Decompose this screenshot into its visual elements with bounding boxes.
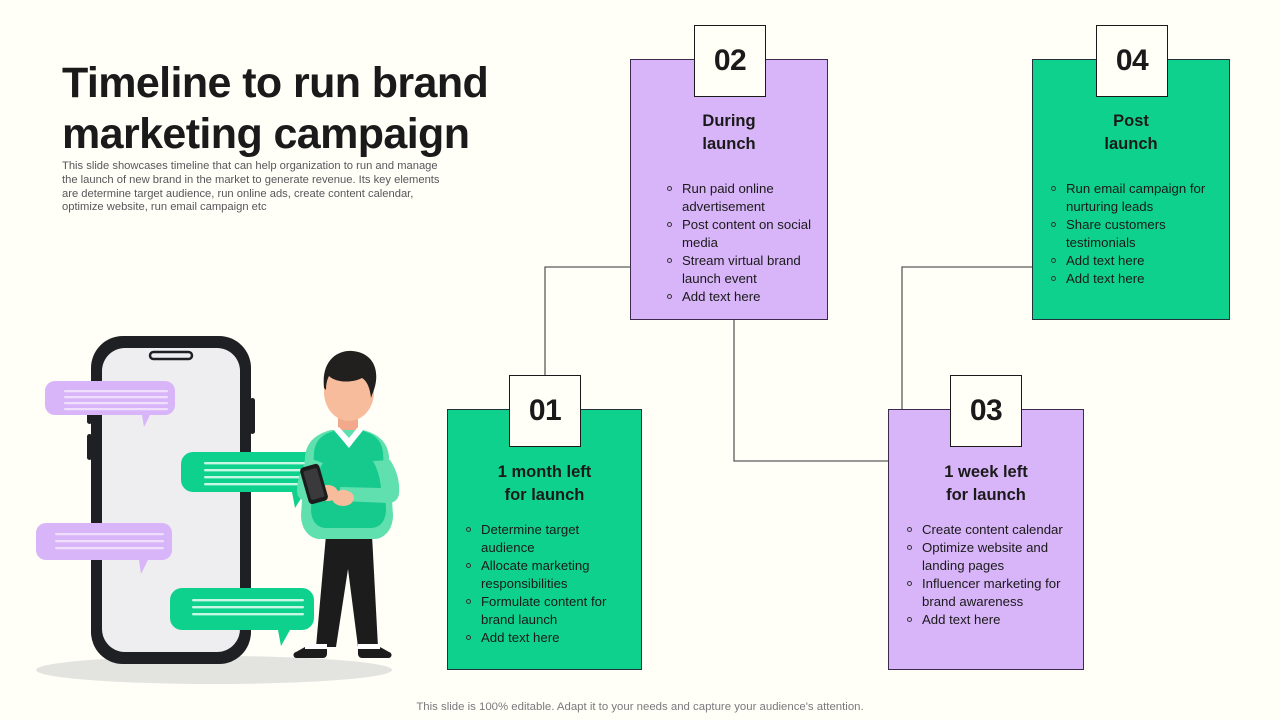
bullet-text: Run paid online advertisement (682, 181, 774, 214)
list-item: Share customers testimonials (1046, 216, 1222, 252)
list-item: Add text here (1046, 252, 1222, 270)
bullet-circle-icon (466, 527, 471, 532)
card-04-body (1032, 59, 1230, 320)
bullet-circle-icon (667, 222, 672, 227)
smartphone-chat-person-illustration (28, 330, 400, 690)
person-with-phone-icon (293, 350, 400, 659)
bullet-text: Add text here (1066, 253, 1145, 268)
bullet-text: Run email campaign for nurturing leads (1066, 181, 1206, 214)
list-item: Run email campaign for nurturing leads (1046, 180, 1222, 216)
bullet-circle-icon (466, 563, 471, 568)
page-subtitle: This slide showcases timeline that can h… (62, 160, 440, 214)
chat-bubble-purple-2 (36, 523, 172, 574)
bullet-text: Add text here (922, 612, 1001, 627)
card-01-title-line-2: for launch (504, 486, 585, 504)
bullet-circle-icon (667, 294, 672, 299)
card-04-title-line-2: launch (1104, 135, 1158, 153)
card-01-bullet-list: Determine target audience Allocate marke… (461, 521, 634, 647)
bullet-circle-icon (1051, 222, 1056, 227)
list-item: Add text here (1046, 270, 1222, 288)
list-item: Run paid online advertisement (662, 180, 820, 216)
list-item: Stream virtual brand launch event (662, 252, 820, 288)
card-03-number-badge: 03 (950, 375, 1022, 447)
bullet-circle-icon (907, 545, 912, 550)
bullet-text: Optimize website and landing pages (922, 540, 1049, 573)
card-01-number-badge: 01 (509, 375, 581, 447)
footer-note: This slide is 100% editable. Adapt it to… (416, 701, 864, 713)
bullet-circle-icon (907, 581, 912, 586)
list-item: Add text here (902, 611, 1076, 629)
connector-02-to-01 (544, 266, 630, 376)
bullet-circle-icon (1051, 258, 1056, 263)
card-03-bullet-list: Create content calendar Optimize website… (902, 521, 1076, 629)
timeline-card-04[interactable]: 04 Post launch Run email campaign for nu… (1032, 25, 1230, 320)
bullet-text: Stream virtual brand launch event (682, 253, 801, 286)
timeline-card-01[interactable]: 01 1 month left for launch Determine tar… (447, 375, 642, 670)
card-01-body (447, 409, 642, 670)
list-item: Post content on social media (662, 216, 820, 252)
card-01-title: 1 month left for launch (447, 461, 642, 507)
card-02-title-line-1: During (702, 112, 756, 130)
card-03-title-line-2: for launch (946, 486, 1026, 504)
card-04-number-badge: 04 (1096, 25, 1168, 97)
card-02-body (630, 59, 828, 320)
card-02-bullet-list: Run paid online advertisement Post conte… (662, 180, 820, 306)
connector-02-to-03 (733, 320, 902, 462)
card-04-title: Post launch (1032, 110, 1230, 156)
chat-bubble-green-1 (181, 452, 325, 508)
list-item: Add text here (461, 629, 634, 647)
card-04-bullet-list: Run email campaign for nurturing leads S… (1046, 180, 1222, 288)
bullet-text: Add text here (1066, 271, 1145, 286)
list-item: Formulate content for brand launch (461, 593, 634, 629)
bullet-circle-icon (1051, 186, 1056, 191)
bullet-text: Determine target audience (481, 522, 580, 555)
chat-bubble-green-2 (170, 588, 314, 646)
bullet-circle-icon (907, 527, 912, 532)
bullet-text: Allocate marketing responsibilities (481, 558, 590, 591)
bullet-text: Post content on social media (682, 217, 812, 250)
bullet-circle-icon (466, 599, 471, 604)
timeline-card-02[interactable]: 02 During launch Run paid online adverti… (630, 25, 828, 320)
bullet-circle-icon (667, 186, 672, 191)
bullet-circle-icon (466, 635, 471, 640)
card-03-title: 1 week left for launch (888, 461, 1084, 507)
page-title: Timeline to run brand marketing campaign (62, 59, 489, 158)
timeline-card-03[interactable]: 03 1 week left for launch Create content… (888, 375, 1084, 670)
list-item: Influencer marketing for brand awareness (902, 575, 1076, 611)
bullet-text: Influencer marketing for brand awareness (922, 576, 1061, 609)
bullet-circle-icon (1051, 276, 1056, 281)
chat-bubble-purple-1 (45, 381, 175, 427)
card-03-title-line-1: 1 week left (944, 463, 1028, 481)
card-02-title: During launch (630, 110, 828, 156)
card-01-title-line-1: 1 month left (497, 463, 592, 481)
bullet-text: Formulate content for brand launch (481, 594, 607, 627)
bullet-circle-icon (667, 258, 672, 263)
list-item: Determine target audience (461, 521, 634, 557)
bullet-text: Add text here (481, 630, 560, 645)
list-item: Allocate marketing responsibilities (461, 557, 634, 593)
bullet-circle-icon (907, 617, 912, 622)
bullet-text: Create content calendar (922, 522, 1063, 537)
list-item: Add text here (662, 288, 820, 306)
card-04-title-line-1: Post (1113, 112, 1149, 130)
list-item: Create content calendar (902, 521, 1076, 539)
list-item: Optimize website and landing pages (902, 539, 1076, 575)
bullet-text: Share customers testimonials (1066, 217, 1166, 250)
card-03-body (888, 409, 1084, 670)
smartphone-icon (87, 336, 255, 664)
card-02-number-badge: 02 (694, 25, 766, 97)
card-02-title-line-2: launch (702, 135, 756, 153)
bullet-text: Add text here (682, 289, 761, 304)
